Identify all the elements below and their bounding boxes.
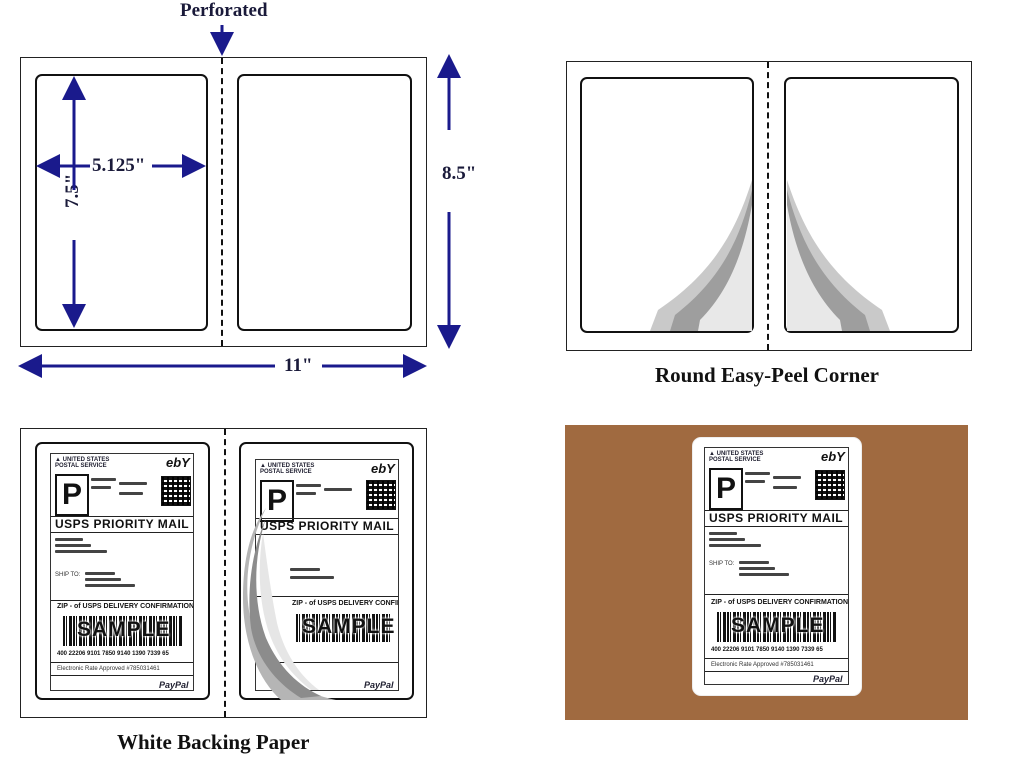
ebay-logo: ebY [371,461,395,476]
ship-to-label: SHIP TO: [55,572,81,578]
perforation-line [767,62,769,350]
peel-corner-left [650,180,752,331]
sheet-width-label: 11" [284,355,313,376]
carrier-label: USPS PRIORITY MAIL [55,517,190,531]
rate-text: Electronic Rate Approved #785031461 [57,666,160,672]
ship-to-label: SHIP TO: [709,561,735,567]
peel-corner-right [787,180,890,331]
carrier-label: USPS PRIORITY MAIL [709,511,844,525]
paypal-logo: PayPal [813,674,843,684]
priority-p-box: P [709,468,743,510]
perforation-line [224,429,226,717]
barcode [63,616,183,646]
confirmation-label: ZIP - of USPS DELIVERY CONFIRMATION [57,603,194,610]
qr-code [815,470,845,500]
dimension-arrows [18,25,461,378]
paypal-logo: PayPal [159,680,189,690]
sample-watermark: SAMPLE [731,614,825,637]
backing-caption: White Backing Paper [117,730,310,754]
tracking-number: 400 22206 9101 7850 9140 1390 7339 65 [711,647,823,653]
perforation-line [221,58,223,346]
confirmation-label: ZIP - of USPS DELIVERY CONFIRMATION [711,599,849,606]
width-label: 5.125" [92,155,146,176]
sample-watermark: SAMPLE [77,618,171,641]
sheet-height-label: 8.5" [442,163,477,184]
priority-p-box: P [55,474,89,516]
barcode [717,612,837,642]
qr-code [161,476,191,506]
perforated-label: Perforated [180,0,268,21]
priority-p-box: P [260,480,294,522]
ebay-logo: ebY [821,449,845,464]
label-left-blank [35,74,208,331]
label-right-blank [237,74,412,331]
sample-watermark: SAMPLE [302,615,396,638]
round-corner-caption: Round Easy-Peel Corner [655,363,879,387]
paypal-logo: PayPal [364,680,394,690]
qr-code [366,480,396,510]
tracking-number: 400 22206 9101 7850 9140 1390 7339 65 [57,651,169,657]
barcode [296,614,392,642]
peel-curl [243,508,336,700]
confirmation-label: ZIP - of USPS DELIVERY CONFIRMATION [292,600,398,607]
rate-text: Electronic Rate Approved #785031461 [711,662,814,668]
carrier-label: USPS PRIORITY MAIL [260,519,395,533]
ebay-logo: ebY [166,455,190,470]
